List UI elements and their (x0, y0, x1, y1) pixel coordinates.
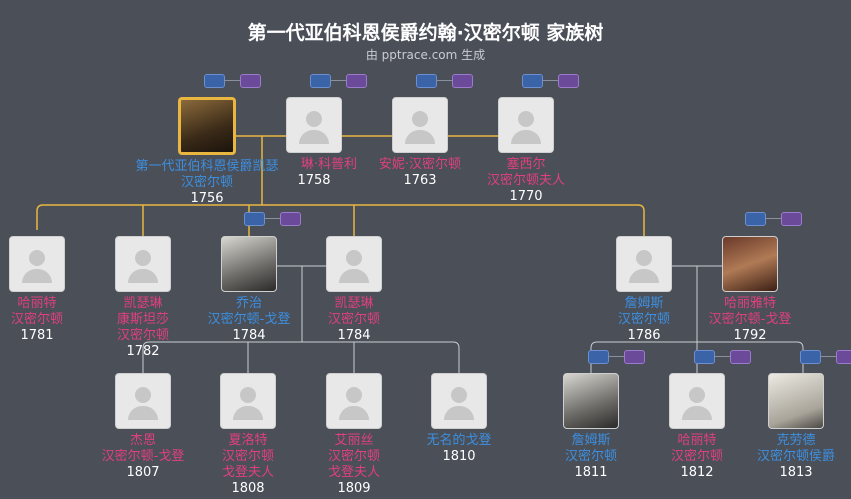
portrait-photo (221, 236, 277, 292)
birth-year: 1756 (190, 191, 224, 206)
birth-year: 1807 (126, 465, 160, 480)
person-name-line3: 戈登夫人 (221, 465, 274, 480)
person-card[interactable]: 克劳德 汉密尔顿侯爵 1813 (741, 373, 851, 481)
birth-year: 1811 (574, 465, 608, 480)
person-card[interactable]: 詹姆斯 汉密尔顿 1811 (536, 373, 646, 481)
person-card[interactable]: 艾丽丝 汉密尔顿 戈登夫人 1809 (299, 373, 409, 497)
portrait-photo (178, 97, 236, 155)
person-card[interactable]: 第一代亚伯科恩侯爵凯瑟 汉密尔顿 1756 (135, 97, 279, 207)
birth-year: 1786 (627, 328, 661, 343)
person-name: 乔治 (235, 296, 262, 311)
page-subtitle: 由 pptrace.com 生成 (365, 48, 486, 62)
person-name-line2: 康斯坦莎 (116, 312, 169, 327)
person-name-line2: 汉密尔顿 (327, 449, 380, 464)
birth-year: 1808 (231, 481, 265, 496)
person-card[interactable]: 无名的戈登 1810 (404, 373, 514, 465)
person-silhouette-icon (115, 373, 171, 429)
person-card[interactable]: 哈丽特 汉密尔顿 1812 (642, 373, 752, 481)
spouse-toggle-icon[interactable] (745, 212, 805, 226)
person-silhouette-icon (115, 236, 171, 292)
portrait-photo (563, 373, 619, 429)
person-card[interactable]: 凯瑟琳 康斯坦莎 汉密尔顿 1782 (88, 236, 198, 360)
birth-year: 1813 (779, 465, 813, 480)
person-card[interactable]: 琳·科普利 1758 (259, 97, 369, 189)
person-name: 艾丽丝 (334, 433, 374, 448)
birth-year: 1770 (509, 189, 543, 204)
person-name-line3: 汉密尔顿 (116, 328, 169, 343)
person-silhouette-icon (326, 236, 382, 292)
person-name: 凯瑟琳 (334, 296, 374, 311)
person-name: 哈丽雅特 (723, 296, 776, 311)
person-name: 无名的戈登 (426, 433, 492, 448)
person-silhouette-icon (498, 97, 554, 153)
person-name: 塞西尔 (506, 157, 546, 172)
person-name: 凯瑟琳 (123, 296, 163, 311)
person-name: 琳·科普利 (300, 157, 358, 172)
spouse-toggle-icon[interactable] (244, 212, 304, 226)
person-card[interactable]: 哈丽雅特 汉密尔顿-戈登 1792 (695, 236, 805, 344)
person-name-line3: 戈登夫人 (327, 465, 380, 480)
birth-year: 1812 (680, 465, 714, 480)
spouse-toggle-icon[interactable] (416, 74, 476, 88)
person-card[interactable]: 凯瑟琳 汉密尔顿 1784 (299, 236, 409, 344)
birth-year: 1782 (126, 344, 160, 359)
person-name-line2: 汉密尔顿 (327, 312, 380, 327)
person-silhouette-icon (431, 373, 487, 429)
person-card[interactable]: 塞西尔 汉密尔顿夫人 1770 (471, 97, 581, 205)
person-name-line2: 汉密尔顿 (617, 312, 670, 327)
portrait-photo (768, 373, 824, 429)
spouse-toggle-icon[interactable] (310, 74, 370, 88)
person-name: 克劳德 (776, 433, 816, 448)
person-silhouette-icon (616, 236, 672, 292)
person-card[interactable]: 哈丽特 汉密尔顿 1781 (0, 236, 92, 344)
person-silhouette-icon (286, 97, 342, 153)
person-card[interactable]: 詹姆斯 汉密尔顿 1786 (589, 236, 699, 344)
person-name: 詹姆斯 (571, 433, 611, 448)
person-name: 第一代亚伯科恩侯爵凯瑟 (135, 159, 279, 174)
person-name: 安妮·汉密尔顿 (378, 157, 462, 172)
person-name-line2: 汉密尔顿 (564, 449, 617, 464)
person-name: 詹姆斯 (624, 296, 664, 311)
person-silhouette-icon (669, 373, 725, 429)
person-silhouette-icon (220, 373, 276, 429)
birth-year: 1784 (337, 328, 371, 343)
person-card[interactable]: 夏洛特 汉密尔顿 戈登夫人 1808 (193, 373, 303, 497)
birth-year: 1763 (403, 173, 437, 188)
person-name-line2: 汉密尔顿夫人 (486, 173, 565, 188)
person-name: 哈丽特 (677, 433, 717, 448)
person-name-line2: 汉密尔顿 (670, 449, 723, 464)
birth-year: 1781 (20, 328, 54, 343)
person-name: 杰恩 (129, 433, 156, 448)
person-silhouette-icon (392, 97, 448, 153)
spouse-toggle-icon[interactable] (588, 350, 648, 364)
birth-year: 1809 (337, 481, 371, 496)
birth-year: 1792 (733, 328, 767, 343)
person-name-line2: 汉密尔顿 (221, 449, 274, 464)
person-card[interactable]: 安妮·汉密尔顿 1763 (365, 97, 475, 189)
person-name-line2: 汉密尔顿-戈登 (207, 312, 291, 327)
portrait-photo (722, 236, 778, 292)
person-name-line2: 汉密尔顿-戈登 (708, 312, 792, 327)
person-card[interactable]: 杰恩 汉密尔顿-戈登 1807 (88, 373, 198, 481)
birth-year: 1784 (232, 328, 266, 343)
spouse-toggle-icon[interactable] (204, 74, 264, 88)
person-name-line2: 汉密尔顿-戈登 (101, 449, 185, 464)
person-name: 哈丽特 (17, 296, 57, 311)
birth-year: 1758 (297, 173, 331, 188)
spouse-toggle-icon[interactable] (800, 350, 851, 364)
spouse-toggle-icon[interactable] (522, 74, 582, 88)
person-silhouette-icon (326, 373, 382, 429)
page-title: 第一代亚伯科恩侯爵约翰·汉密尔顿 家族树 (247, 22, 604, 44)
person-card[interactable]: 乔治 汉密尔顿-戈登 1784 (194, 236, 304, 344)
birth-year: 1810 (442, 449, 476, 464)
person-name-line2: 汉密尔顿 (10, 312, 63, 327)
person-name: 夏洛特 (228, 433, 268, 448)
person-name-line2: 汉密尔顿侯爵 (756, 449, 835, 464)
spouse-toggle-icon[interactable] (694, 350, 754, 364)
person-name-line2: 汉密尔顿 (180, 175, 233, 190)
person-silhouette-icon (9, 236, 65, 292)
